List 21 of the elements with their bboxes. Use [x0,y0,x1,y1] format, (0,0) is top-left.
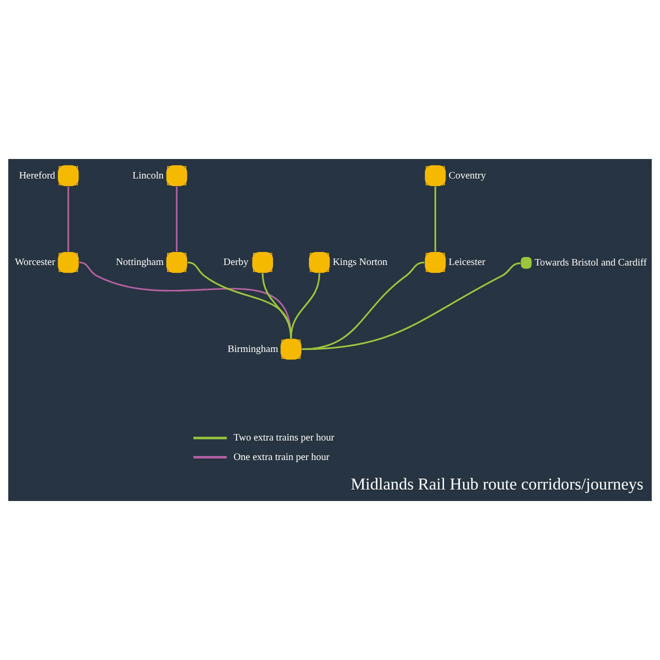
diagram-title: Midlands Rail Hub route corridors/journeys [350,474,644,494]
connector [302,262,520,350]
node-label: Worcester [14,257,56,268]
connector [290,273,320,338]
node-label: Lincoln [132,170,164,182]
connector [67,186,70,252]
connector [434,186,436,252]
node-label: Birmingham [228,344,278,355]
node-label: Derby [223,257,248,268]
legend-label: Two extra trains per hour [233,432,334,444]
connector [262,273,292,338]
node-label: Coventry [448,170,486,182]
connector [188,262,292,338]
node-label: Leicester [448,257,486,268]
node-label: Hereford [19,170,56,182]
connector [176,186,178,252]
legend-label: One extra train per hour [233,452,330,463]
node-label: Nottingham [116,257,164,268]
connector [79,262,292,338]
node-label: Kings Norton [332,257,388,268]
node-label: Towards Bristol and Cardiff [534,257,647,268]
